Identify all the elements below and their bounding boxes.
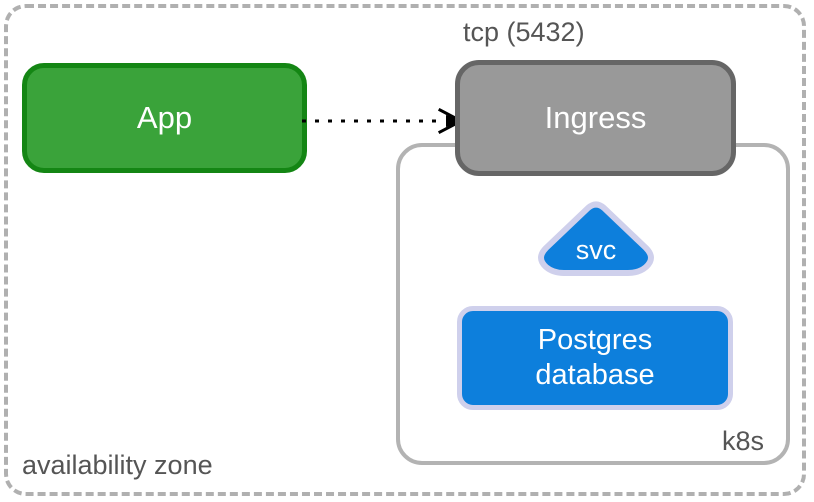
node-svc-shape [538, 201, 654, 276]
node-ingress[interactable]: Ingress [455, 60, 736, 176]
arrowhead-fill-icon [446, 115, 463, 127]
edge-label-tcp-port: tcp (5432) [463, 17, 585, 47]
availability-zone-label: availability zone [22, 450, 213, 480]
node-app-label: App [136, 100, 193, 136]
node-postgres-label-line2: database [535, 359, 655, 391]
edge-app-to-ingress-line [302, 107, 465, 135]
node-svc[interactable]: svc [536, 200, 656, 276]
k8s-cluster-label: k8s [722, 426, 765, 456]
edge-app-to-ingress [300, 96, 465, 146]
availability-zone-boundary [4, 4, 806, 496]
k8s-cluster-boundary [396, 143, 790, 465]
node-postgres-database[interactable]: Postgres database [457, 306, 733, 410]
node-app[interactable]: App [22, 63, 307, 173]
node-postgres-label-line1: Postgres [537, 323, 653, 356]
node-ingress-label: Ingress [544, 100, 647, 136]
